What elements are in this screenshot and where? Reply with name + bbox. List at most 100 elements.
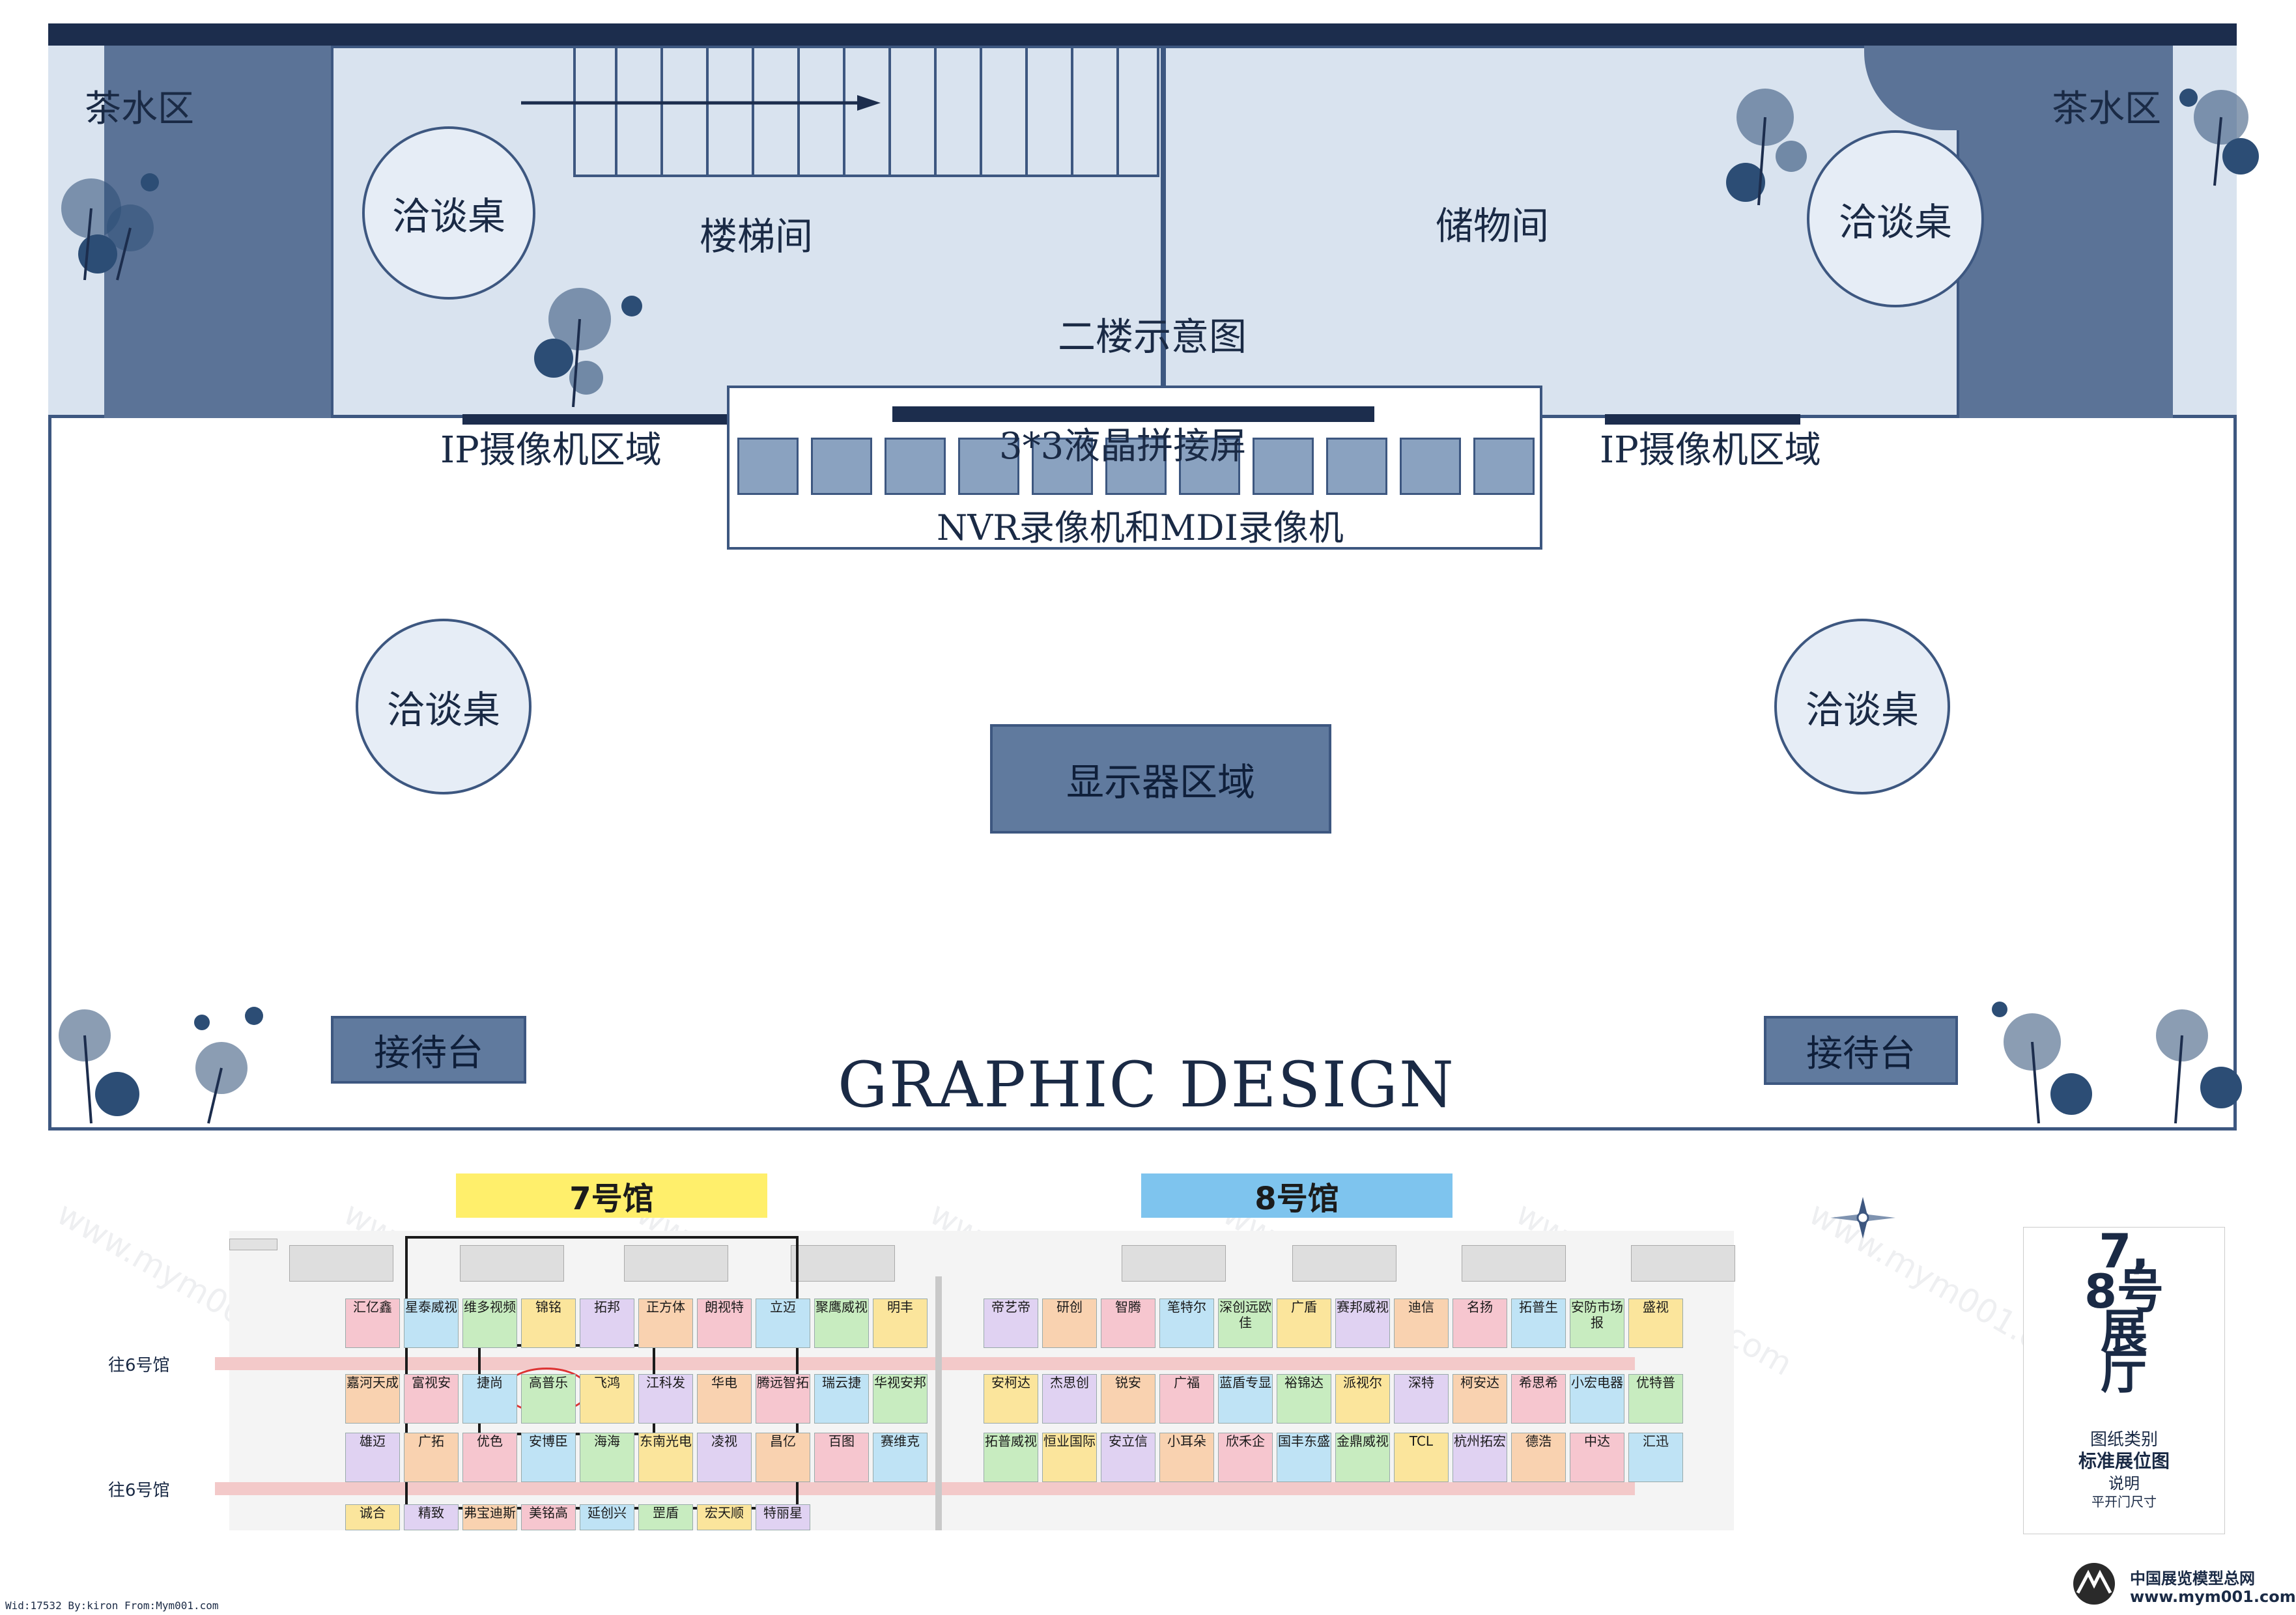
booth: 欣禾企 [1218, 1433, 1273, 1482]
wall-block [1122, 1245, 1226, 1282]
footer-credit: Wid:17532 By:kiron From:Mym001.com [5, 1599, 219, 1612]
booth: 安博臣 [521, 1433, 576, 1482]
booth: 瑞云捷 [814, 1374, 869, 1424]
booth: 拓普生 [1511, 1299, 1566, 1348]
booth: TCL [1394, 1433, 1449, 1482]
booth: 聚鹰威视 [814, 1299, 869, 1348]
display-area: 显示器区域 [990, 724, 1331, 834]
booth: 中达 [1570, 1433, 1624, 1482]
negotiation-table: 洽谈桌 [362, 126, 535, 300]
flower-decoration-icon [1726, 89, 1807, 206]
to-hall6-top: 往6号馆 [108, 1356, 170, 1375]
booth: 凌视 [697, 1433, 752, 1482]
booth: 美铭高 [521, 1504, 576, 1530]
booth: 帝艺帝 [984, 1299, 1038, 1348]
booth: 蓝盾专显 [1218, 1374, 1273, 1424]
second-floor-label: 二楼示意图 [1058, 315, 1247, 359]
booth: 腾远智拓 [756, 1374, 810, 1424]
booth: 拓普威视 [984, 1433, 1038, 1482]
flower-decoration-icon [59, 1007, 263, 1124]
booth: 迪信 [1394, 1299, 1449, 1348]
negotiation-table: 洽谈桌 [1807, 130, 1984, 307]
booth: 精致 [404, 1504, 459, 1530]
wall-block [289, 1245, 393, 1282]
booth: 笔特尔 [1159, 1299, 1214, 1348]
booth: 国丰东盛 [1277, 1433, 1331, 1482]
negotiation-table: 洽谈桌 [356, 619, 531, 794]
booth: 小宏电器 [1570, 1374, 1624, 1424]
lcd-tile [1032, 438, 1093, 495]
side-door: 平开门尺寸 [2091, 1494, 2157, 1510]
booth: 拓邦 [580, 1299, 634, 1348]
booth: 优特普 [1628, 1374, 1683, 1424]
booth: 深特 [1394, 1374, 1449, 1424]
booth: 百图 [814, 1433, 869, 1482]
wall-block [229, 1239, 277, 1250]
flower-decoration-icon [61, 173, 159, 281]
booth: 罡盾 [638, 1504, 693, 1530]
lcd-tile [1326, 438, 1387, 495]
booth: 捷尚 [462, 1374, 517, 1424]
side-standard: 标准展位图 [2078, 1450, 2170, 1472]
booth: 星泰威视 [404, 1299, 459, 1348]
booth: 正方体 [638, 1299, 693, 1348]
lcd-tile [1179, 438, 1240, 495]
booth: 华视安邦 [873, 1374, 928, 1424]
lcd-tile [811, 438, 872, 495]
compass-icon [1830, 1197, 1895, 1239]
booth: 立迈 [756, 1299, 810, 1348]
booth: 金鼎威视 [1335, 1433, 1390, 1482]
ip-camera-bar-left [462, 414, 730, 425]
booth: 昌亿 [756, 1433, 810, 1482]
booth: 小耳朵 [1159, 1433, 1214, 1482]
brand-logo-icon [2073, 1563, 2115, 1605]
booth: 锦铭 [521, 1299, 576, 1348]
aisle-bottom [215, 1482, 1635, 1495]
booth: 安柯达 [984, 1374, 1038, 1424]
hall-divider [935, 1276, 942, 1530]
booth: 汇迅 [1628, 1433, 1683, 1482]
booth: 智腾 [1101, 1299, 1155, 1348]
booth: 广拓 [404, 1433, 459, 1482]
booth: 盛视 [1628, 1299, 1683, 1348]
booth: 赛维克 [873, 1433, 928, 1482]
booth: 延创兴 [580, 1504, 634, 1530]
lcd-tile [1400, 438, 1461, 495]
booth: 诚合 [345, 1504, 400, 1530]
side-drawing-type: 图纸类别 [2090, 1430, 2158, 1450]
nvr-label: NVR录像机和MDI录像机 [937, 507, 1344, 548]
flower-decoration-icon [534, 288, 642, 408]
lcd-splice-bar [892, 406, 1374, 422]
booth: 杰思创 [1042, 1374, 1097, 1424]
booth: 海海 [580, 1433, 634, 1482]
reception-desk-left: 接待台 [331, 1016, 526, 1084]
lcd-tile [1473, 438, 1535, 495]
tea-zone-left-label: 茶水区 [85, 88, 194, 130]
booth: 特丽星 [756, 1504, 810, 1530]
booth: 柯安达 [1453, 1374, 1507, 1424]
side-note: 说明 [2108, 1474, 2140, 1493]
booth: 广盾 [1277, 1299, 1331, 1348]
reception-desk-right: 接待台 [1764, 1016, 1958, 1085]
brand-name: 中国展览模型总网 [2130, 1569, 2255, 1588]
booth: 雄迈 [345, 1433, 400, 1482]
booth: 深创远欧佳 [1218, 1299, 1273, 1348]
booth: 汇亿鑫 [345, 1299, 400, 1348]
graphic-design-title: GRAPHIC DESIGN [838, 1048, 1455, 1121]
wall-block [460, 1245, 564, 1282]
booth: 恒业国际 [1042, 1433, 1097, 1482]
tea-zone-right [1958, 46, 2173, 418]
booth: 宏天顺 [697, 1504, 752, 1530]
tea-zone-right-label: 茶水区 [2052, 88, 2161, 130]
wall-block [1292, 1245, 1396, 1282]
to-hall6-bottom: 往6号馆 [108, 1481, 170, 1500]
lcd-tile [737, 438, 799, 495]
stair-arrow-icon [521, 95, 881, 111]
booth: 派视尔 [1335, 1374, 1390, 1424]
booth: 嘉河天成 [345, 1374, 400, 1424]
booth: 名扬 [1453, 1299, 1507, 1348]
lcd-tile [958, 438, 1019, 495]
booth: 杭州拓宏 [1453, 1433, 1507, 1482]
booth: 研创 [1042, 1299, 1097, 1348]
hall8-title: 8号馆 [1141, 1173, 1453, 1218]
